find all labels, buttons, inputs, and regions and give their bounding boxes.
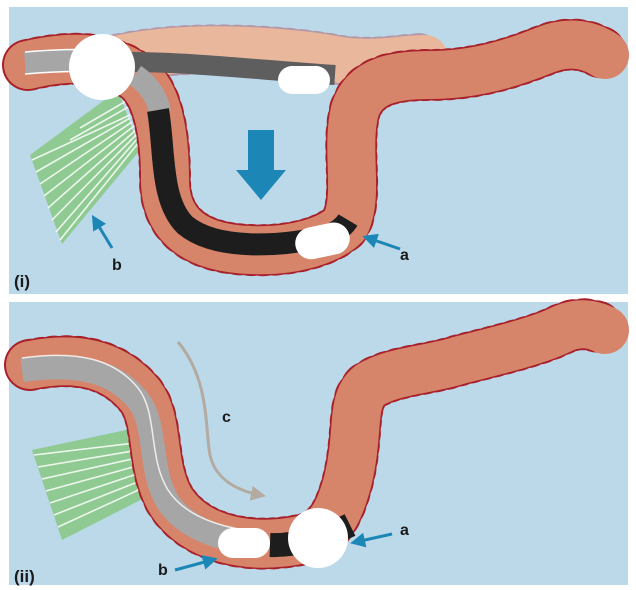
callout-b-label-i: b <box>112 257 122 274</box>
panel-ii: c a b (ii) <box>9 302 628 586</box>
tip-circle <box>288 508 348 568</box>
callout-a-label-ii: a <box>400 522 409 539</box>
panel-i: a b (i) <box>9 7 628 294</box>
callout-b-label-ii: b <box>158 562 168 579</box>
endoscope-tip-original-cap <box>278 66 330 94</box>
panel-ii-label: (ii) <box>14 567 35 586</box>
panel-i-label: (i) <box>14 272 30 291</box>
endoscope-straight-cap <box>218 528 270 558</box>
callout-c-label-ii: c <box>222 409 231 426</box>
callout-a-label-i: a <box>400 247 409 264</box>
pivot-circle <box>69 34 135 100</box>
